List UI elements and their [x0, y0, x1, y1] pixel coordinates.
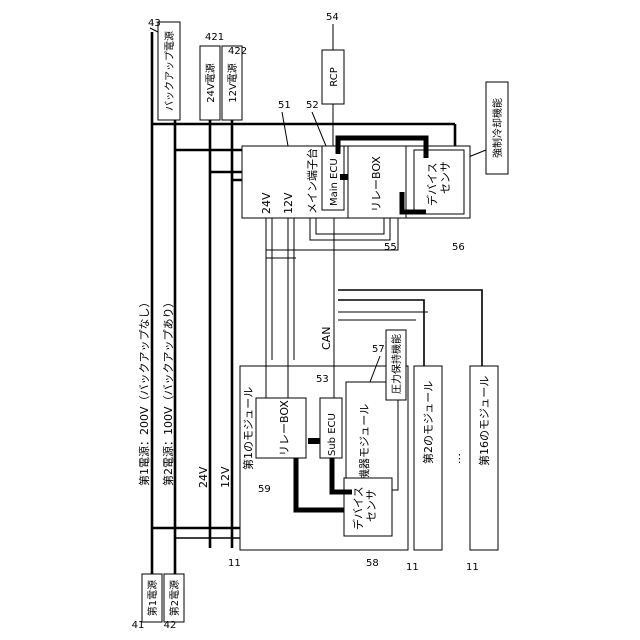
sub-ecu-label: Sub ECU — [327, 413, 338, 456]
ref-43: 43 — [148, 18, 161, 29]
bus-24v-label: 24V — [197, 466, 210, 488]
can-to-module16 — [338, 290, 482, 366]
cooling-label: 強制冷却機能 — [491, 98, 504, 158]
ref-54: 54 — [326, 12, 339, 23]
main-ecu-label: Main ECU — [329, 158, 340, 206]
module1-label: 第1のモジュール — [241, 387, 255, 470]
ref-51: 51 — [278, 100, 291, 111]
can-label: CAN — [320, 327, 333, 350]
legend-power1: 第1電源：200V（バックアップなし） — [137, 296, 151, 486]
main-24v-label: 24V — [260, 192, 273, 214]
main-12v-label: 12V — [282, 192, 295, 214]
backup-power-label: バックアップ電源 — [163, 31, 176, 111]
psu-12v-label: 12V電源 — [226, 63, 239, 103]
ref-53: 53 — [316, 374, 329, 385]
psu-24v-label: 24V電源 — [204, 63, 217, 103]
leader-51 — [282, 112, 288, 146]
main-relay-label: リレーBOX — [370, 156, 383, 212]
ref-41: 41 — [132, 620, 145, 631]
ref-11-module1: 11 — [228, 558, 241, 569]
main-terminal-label: メイン端子台 — [305, 148, 319, 214]
ref-56: 56 — [452, 242, 465, 253]
power1-label: 第1電源 — [146, 580, 159, 616]
main-ecu-relay-link — [340, 174, 348, 180]
ref-57: 57 — [372, 344, 385, 355]
module2-label: 第2のモジュール — [421, 381, 435, 464]
ref-422: 422 — [228, 46, 247, 57]
main-relay-return-a — [310, 218, 390, 240]
can-to-module2 — [338, 300, 424, 366]
ref-58: 58 — [366, 558, 379, 569]
legend-power2: 第2電源：100V（バックアップあり） — [161, 296, 175, 486]
ref-421: 421 — [205, 32, 224, 43]
sub-ecu-relay-link — [308, 438, 320, 444]
module16-label: 第16のモジュール — [477, 376, 491, 466]
pressure-hold-label: 圧力保持機能 — [390, 334, 403, 394]
power2-label: 第2電源 — [168, 580, 181, 616]
ref-11-module2: 11 — [406, 562, 419, 573]
ellipsis-modules: ⋮ — [454, 452, 465, 465]
ref-52: 52 — [306, 100, 319, 111]
leader-52 — [312, 112, 326, 146]
ref-11-module16: 11 — [466, 562, 479, 573]
ref-42: 42 — [164, 620, 177, 631]
bus-12v-label: 12V — [219, 466, 232, 488]
equipment-module-label: 機器モジュール — [357, 404, 371, 480]
sub-relay-label: リレーBOX — [278, 400, 291, 456]
rcp-label: RCP — [329, 67, 340, 86]
ref-59: 59 — [258, 484, 271, 495]
ref-55: 55 — [384, 242, 397, 253]
main-relay-return-b — [316, 218, 384, 234]
